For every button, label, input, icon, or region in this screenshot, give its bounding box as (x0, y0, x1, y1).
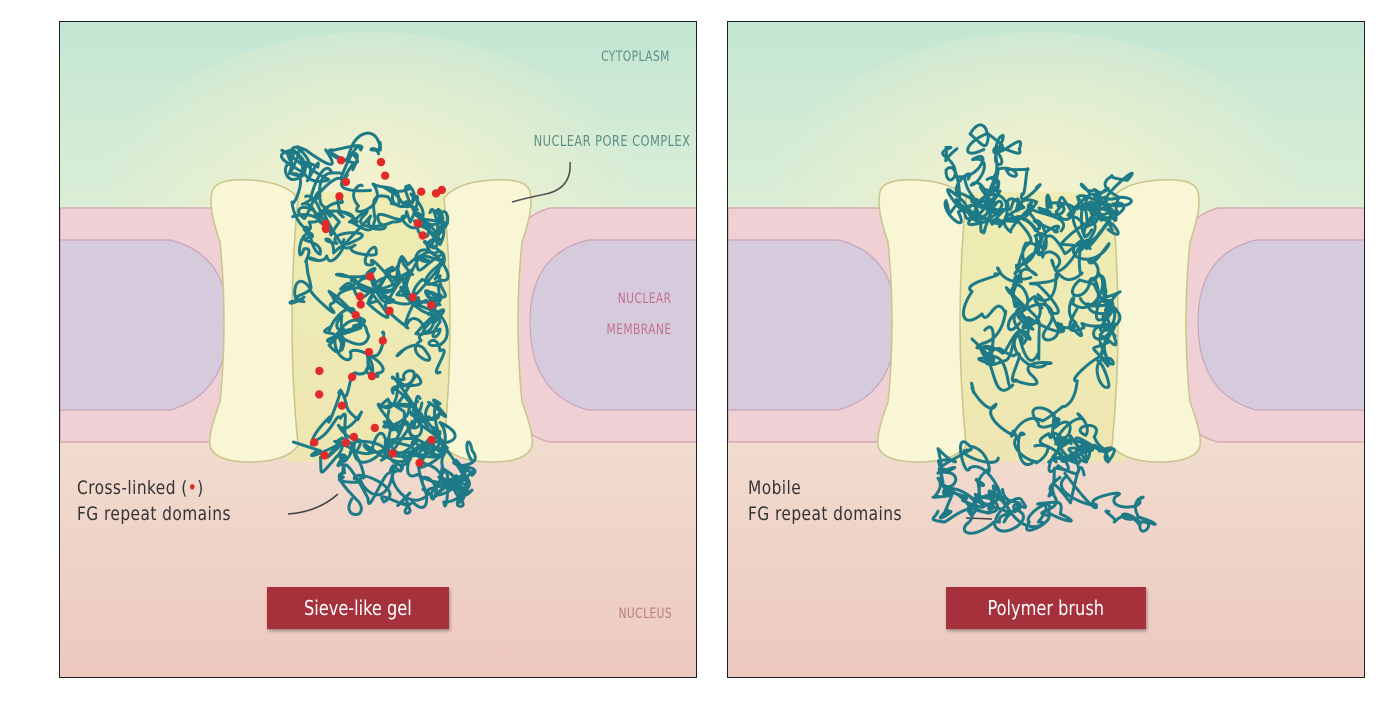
cross-link-dot (408, 293, 417, 302)
pore-protein-right (443, 179, 534, 463)
cross-link-dot (378, 336, 387, 345)
cross-link-dot (347, 372, 357, 382)
cross-link-dot (364, 347, 374, 357)
cross-link-dot (341, 177, 351, 187)
domains-line1-prefix: Cross-linked ( (77, 477, 188, 499)
cross-link-dot (418, 231, 427, 240)
left-panel-background (60, 22, 696, 677)
mobile-label-line1: Mobile (748, 477, 802, 499)
cross-link-dot (417, 187, 426, 196)
fg-strand (1013, 406, 1082, 466)
fg-strand (280, 131, 382, 183)
fg-strand (288, 225, 357, 317)
cytoplasm-label: CYTOPLASM (601, 49, 670, 65)
pore-protein-right (1111, 179, 1202, 463)
fg-strand (349, 208, 450, 304)
membrane-lumen-right (529, 239, 696, 411)
right-panel-background (728, 22, 1364, 677)
cross-link-dot (321, 219, 330, 229)
membrane-lumen-left (60, 239, 229, 411)
crosslink-symbol: • (187, 477, 198, 499)
domains-line2: FG repeat domains (77, 503, 231, 525)
fg-strand (969, 335, 1115, 438)
sieve-like-gel-panel: CYTOPLASM NUCLEAR PORE COMPLEX NUCLEAR M… (59, 21, 697, 678)
fg-strand (279, 145, 323, 232)
sieve-like-gel-badge: Sieve-like gel (267, 587, 449, 629)
cross-link-dot (415, 458, 424, 468)
fg-strand (970, 283, 1066, 367)
fg-strand (291, 440, 395, 516)
cross-link-dot (315, 366, 324, 376)
fg-strand (291, 144, 372, 226)
fg-strand (300, 167, 420, 229)
domains-line1-suffix: ) (197, 477, 204, 499)
cross-link-dot (315, 390, 324, 399)
cross-link-dot (336, 156, 346, 165)
fg-strand (936, 447, 1025, 535)
cross-link-dot (367, 371, 377, 381)
cross-link-dot (413, 219, 422, 228)
fg-strand (967, 194, 1092, 270)
cross-link-dot (376, 157, 386, 167)
fg-strand (931, 481, 1028, 524)
fg-strand (991, 466, 1086, 532)
cross-link-dots (310, 156, 446, 468)
membrane-lumen-left (728, 239, 897, 411)
cross-link-dot (310, 438, 319, 447)
cross-link-dot (337, 401, 347, 410)
fg-strand (1078, 290, 1122, 362)
fg-strand (322, 209, 397, 354)
fg-strand (974, 189, 1066, 235)
fg-strand (966, 123, 1023, 181)
cross-link-dot (427, 435, 436, 445)
fg-strand (317, 171, 401, 237)
cross-link-dot (370, 423, 379, 433)
nuclear-membrane-label: NUCLEAR MEMBRANE (607, 284, 672, 346)
cross-link-dot (388, 449, 397, 458)
fg-strand (412, 240, 447, 323)
fg-strand (1037, 182, 1101, 221)
polymer-brush-badge: Polymer brush (946, 587, 1146, 629)
fg-strand (1033, 434, 1103, 498)
cross-link-dot (355, 292, 365, 301)
polymer-brush-panel: Mobile FG repeat domains Polymer brush (727, 21, 1365, 678)
pore-protein-left (208, 179, 299, 463)
cross-link-dot (335, 192, 344, 201)
fg-strand (961, 272, 1032, 392)
fg-strand (1059, 194, 1116, 248)
cross-link-dot (380, 171, 390, 180)
pore-protein-left (876, 179, 967, 463)
cross-link-dot (427, 300, 436, 310)
cross-linked-fg-domains-label: Cross-linked (•) FG repeat domains (77, 475, 231, 527)
mobile-label-line2: FG repeat domains (748, 503, 902, 525)
fg-repeat-domains-right (931, 123, 1157, 535)
cross-link-dot (356, 300, 365, 309)
fg-strand (1059, 471, 1157, 533)
fg-strand (379, 373, 448, 442)
fg-strand (416, 440, 477, 508)
fg-strand (1013, 239, 1111, 338)
membrane-lumen-right (1197, 239, 1364, 411)
fg-strand (307, 207, 448, 263)
nuclear-membrane-label-line1: NUCLEAR (618, 291, 672, 307)
cross-link-dot (349, 432, 359, 442)
cross-link-dot (437, 185, 446, 195)
nuclear-membrane-label-line2: MEMBRANE (606, 322, 672, 338)
cross-link-dot (341, 438, 350, 447)
nuclear-pore-complex-label: NUCLEAR PORE COMPLEX (533, 132, 690, 150)
cross-link-dot (366, 272, 375, 281)
cross-link-dot (320, 451, 329, 460)
cross-link-dot (351, 310, 360, 320)
cross-link-dot (385, 306, 394, 315)
fg-strand (326, 306, 386, 378)
nucleus-label: NUCLEUS (618, 606, 672, 622)
fg-strand (319, 436, 410, 507)
mobile-fg-domains-label: Mobile FG repeat domains (748, 475, 902, 527)
